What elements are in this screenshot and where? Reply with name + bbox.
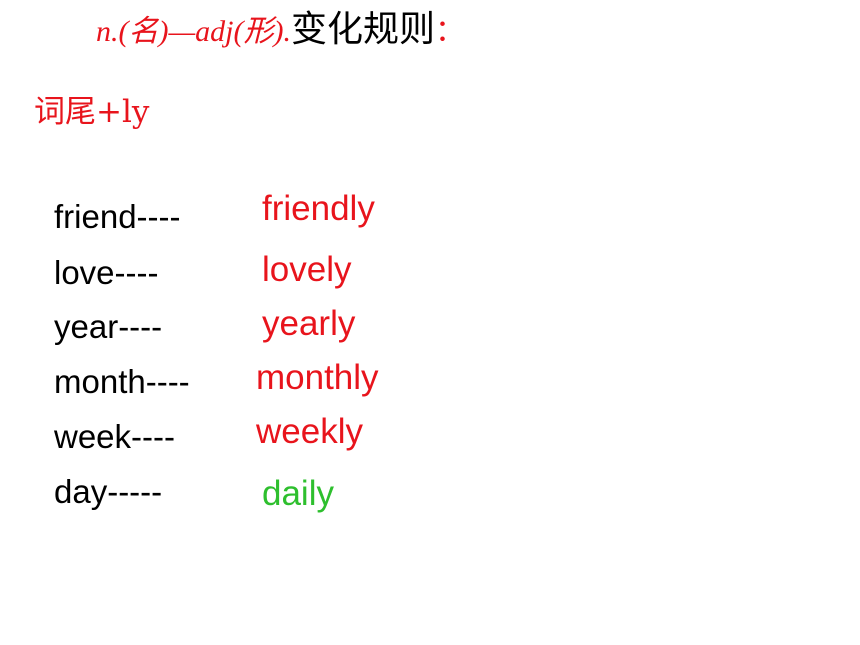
noun-word: friend----	[54, 198, 181, 235]
title-rule-heading: 变化规则	[290, 9, 435, 50]
adjective-word: daily	[262, 474, 334, 513]
adjective-word: weekly	[256, 412, 363, 451]
noun-word: week----	[54, 418, 175, 455]
noun-word: day-----	[54, 473, 163, 510]
slide-title: n.(名)—adj(形).变化规则：	[96, 4, 465, 56]
adjective-word: monthly	[256, 358, 379, 397]
title-colon: ：	[435, 14, 465, 49]
rule-text: 词尾+ly	[34, 94, 150, 130]
noun-word: love----	[54, 254, 159, 291]
title-part-of-speech: n.(名)—adj(形).	[96, 15, 291, 48]
adjective-word: lovely	[262, 250, 352, 289]
noun-word: year----	[54, 308, 163, 345]
noun-word: month----	[54, 363, 190, 400]
adjective-word: yearly	[262, 304, 356, 343]
adjective-word: friendly	[262, 189, 375, 228]
